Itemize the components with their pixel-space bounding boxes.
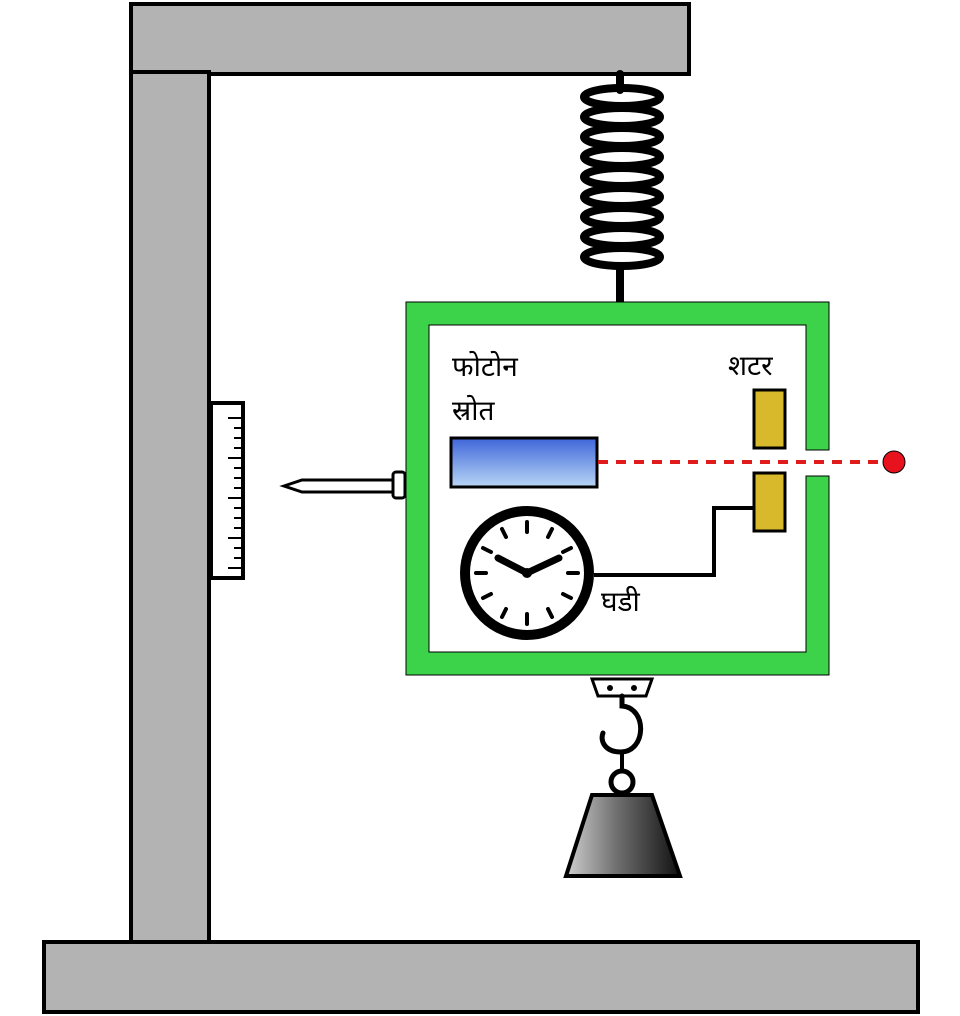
shutter-label: शटर [728, 349, 773, 382]
photon-source-label-line1: फोटोन [452, 350, 518, 383]
base-plate [42, 940, 920, 1014]
photon-source-label-line2: स्रोत [452, 394, 495, 427]
shutter-lower [752, 471, 787, 533]
pointer-needle [279, 470, 407, 500]
measuring-scale [209, 401, 245, 580]
hook [589, 677, 655, 755]
shutter-upper [752, 388, 787, 450]
photon-dot [882, 450, 906, 474]
photon-source [449, 436, 599, 489]
clock [460, 506, 594, 640]
clock-shutter-wire [594, 506, 754, 577]
vertical-pillar [129, 70, 211, 944]
clock-label: घडी [601, 585, 640, 618]
top-beam [129, 2, 691, 76]
spring [580, 70, 664, 306]
green-box [405, 301, 830, 676]
weight [563, 752, 683, 878]
